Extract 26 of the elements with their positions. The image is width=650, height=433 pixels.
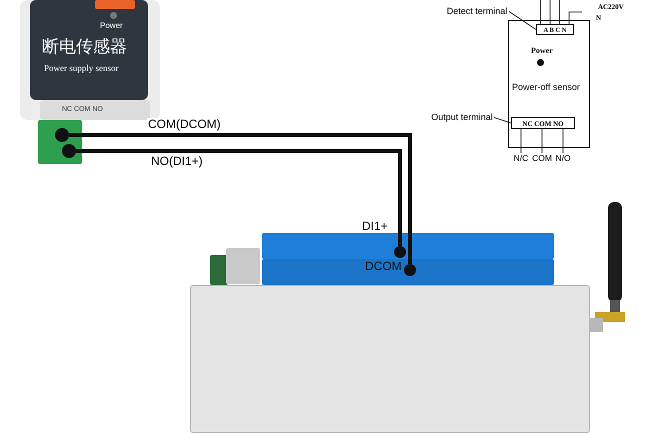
wire: [520, 128, 522, 154]
wire: [69, 133, 412, 264]
product-subtitle: Power supply sensor: [44, 64, 118, 73]
wire: [562, 128, 564, 154]
indicator-label: Power: [100, 22, 123, 30]
indicator-label: Power: [531, 47, 553, 55]
terminal-label: DI1+: [362, 220, 388, 232]
wire: [568, 12, 582, 24]
wire-label: N/O: [553, 153, 573, 164]
wire-label: COM: [532, 153, 552, 164]
callout-label: Output terminal: [430, 112, 494, 123]
leader-line: [508, 11, 536, 30]
wire-label: N/C: [511, 153, 531, 164]
wire: [76, 149, 402, 246]
device-label: Power-off sensor: [512, 83, 580, 92]
sensor-module-drawing: [20, 0, 160, 120]
callout-label: Detect terminal: [445, 6, 509, 17]
terminal-label: DCOM: [365, 260, 402, 272]
leader-line: [494, 117, 512, 124]
edge-label: NO(DI1+): [150, 155, 204, 167]
sensor-schematic: [508, 20, 590, 148]
wire: [540, 0, 541, 24]
edge-label: COM(DCOM): [147, 118, 222, 130]
product-title: 断电传感器: [42, 38, 127, 55]
wire: [559, 0, 560, 24]
controller-housing: [190, 285, 590, 433]
